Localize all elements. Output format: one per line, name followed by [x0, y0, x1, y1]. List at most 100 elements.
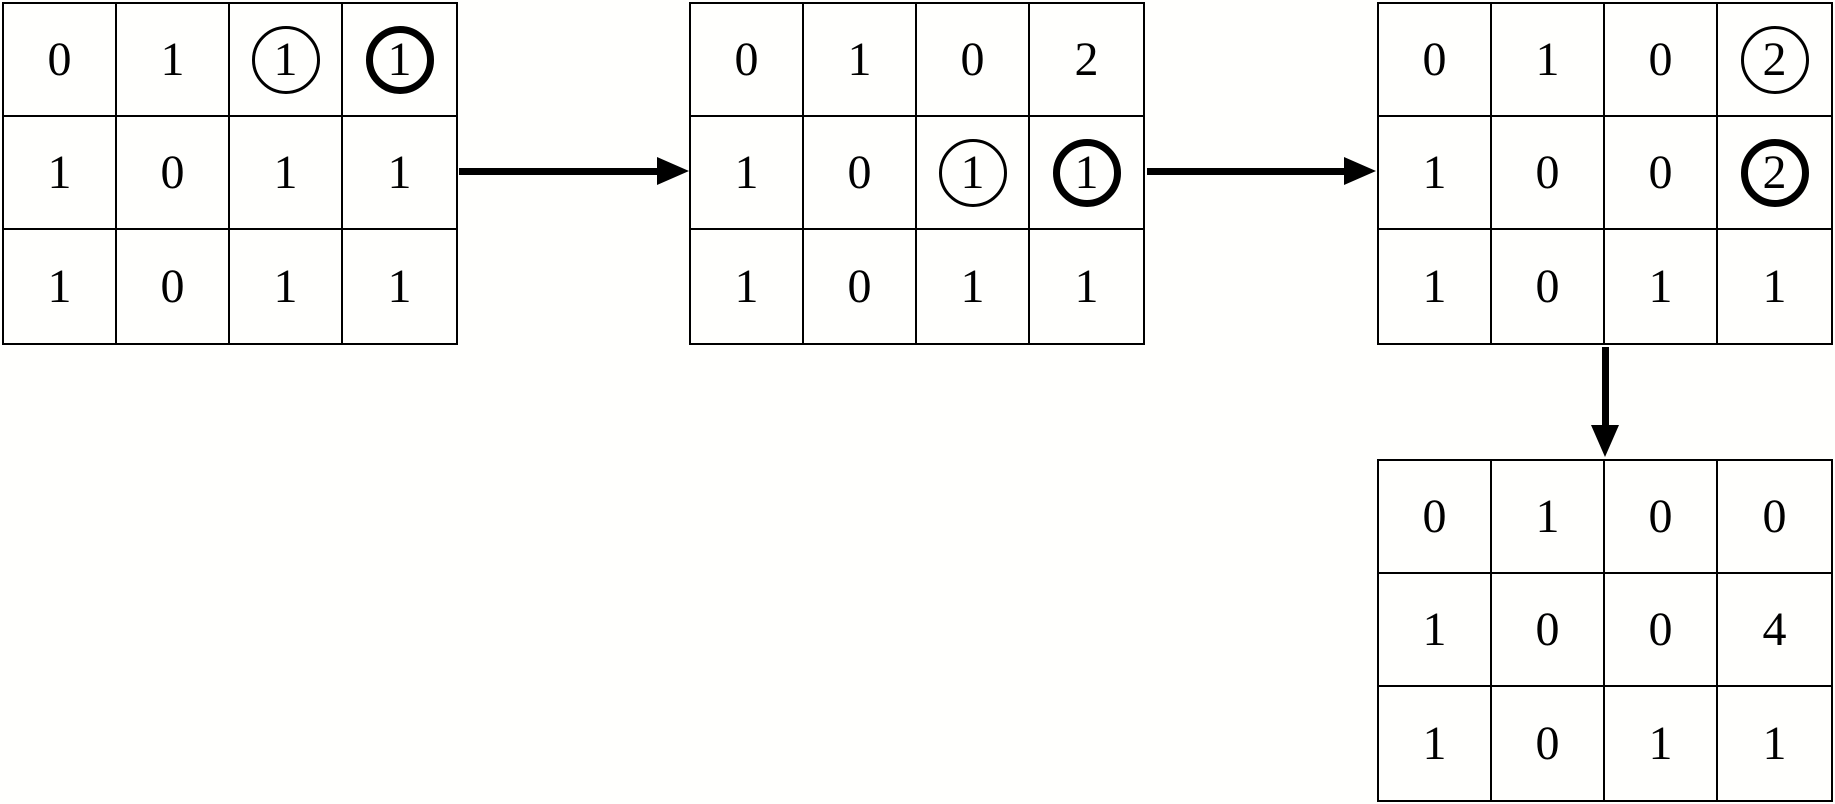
matrix-step-4-cell-r1c1: 0	[1379, 461, 1492, 574]
matrix-step-2-cell-r3c2: 0	[804, 230, 917, 343]
matrix-step-3-cell-r2c3: 0	[1605, 117, 1718, 230]
cell-value: 1	[960, 259, 985, 313]
cell-value: 1	[1422, 716, 1447, 770]
matrix-step-1-cell-r1c3: 1	[230, 4, 343, 117]
matrix-step-2-cell-r2c3: 1	[917, 117, 1030, 230]
arrow-shaft	[459, 167, 659, 175]
matrix-step-1-cell-r3c1: 1	[4, 230, 117, 343]
matrix-step-2-cell-r2c4: 1	[1030, 117, 1143, 230]
arrow-head	[1344, 157, 1376, 185]
matrix-step-2-cell-r1c2: 1	[804, 4, 917, 117]
cell-value: 0	[1762, 489, 1787, 543]
cell-value: 1	[387, 145, 412, 199]
circled-value-thin: 2	[1740, 25, 1809, 94]
cell-value: 1	[387, 259, 412, 313]
cell-value: 0	[1535, 259, 1560, 313]
matrix-step-4-cell-r3c4: 1	[1718, 687, 1831, 800]
matrix-step-4-cell-r1c4: 0	[1718, 461, 1831, 574]
cell-value: 1	[1762, 716, 1787, 770]
matrix-step-2-cell-r1c3: 0	[917, 4, 1030, 117]
matrix-step-3-cell-r2c1: 1	[1379, 117, 1492, 230]
matrix-step-1-cell-r1c2: 1	[117, 4, 230, 117]
cell-value: 1	[1422, 602, 1447, 656]
cell-value: 1	[1074, 259, 1099, 313]
circled-value-bold: 1	[1052, 138, 1121, 207]
matrix-step-2-cell-r3c4: 1	[1030, 230, 1143, 343]
arrow-head	[657, 157, 689, 185]
matrix-step-4-cell-r3c3: 1	[1605, 687, 1718, 800]
matrix-step-4-cell-r2c2: 0	[1492, 574, 1605, 687]
matrix-step-4-cell-r2c4: 4	[1718, 574, 1831, 687]
cell-value: 0	[960, 32, 985, 86]
matrix-step-1-cell-r3c3: 1	[230, 230, 343, 343]
cell-value: 1	[1762, 259, 1787, 313]
cell-value: 1	[847, 32, 872, 86]
matrix-step-4-cell-r3c1: 1	[1379, 687, 1492, 800]
matrix-step-1-cell-r1c4: 1	[343, 4, 456, 117]
circled-value-bold: 1	[365, 25, 434, 94]
matrix-step-1-cell-r2c2: 0	[117, 117, 230, 230]
matrix-step-3-cell-r1c4: 2	[1718, 4, 1831, 117]
matrix-step-2-cell-r1c4: 2	[1030, 4, 1143, 117]
matrix-step-2-cell-r1c1: 0	[691, 4, 804, 117]
matrix-step-3-cell-r1c2: 1	[1492, 4, 1605, 117]
cell-value: 1	[47, 145, 72, 199]
cell-value: 1	[47, 259, 72, 313]
cell-value: 1	[734, 145, 759, 199]
matrix-step-3-cell-r3c2: 0	[1492, 230, 1605, 343]
arrow-right-icon	[1147, 157, 1376, 185]
matrix-step-3-cell-r3c4: 1	[1718, 230, 1831, 343]
matrix-step-4-cell-r2c1: 1	[1379, 574, 1492, 687]
matrix-step-1-cell-r3c4: 1	[343, 230, 456, 343]
matrix-step-3-cell-r2c4: 2	[1718, 117, 1831, 230]
cell-value: 0	[1422, 32, 1447, 86]
matrix-step-2-cell-r2c2: 0	[804, 117, 917, 230]
arrow-shaft	[1147, 167, 1346, 175]
matrix-step-1-cell-r2c4: 1	[343, 117, 456, 230]
cell-value: 0	[160, 259, 185, 313]
cell-value: 0	[1422, 489, 1447, 543]
cell-value: 0	[1535, 602, 1560, 656]
matrix-step-4-cell-r1c3: 0	[1605, 461, 1718, 574]
cell-value: 2	[1074, 32, 1099, 86]
cell-value: 1	[1648, 716, 1673, 770]
cell-value: 1	[273, 145, 298, 199]
matrix-step-1-cell-r1c1: 0	[4, 4, 117, 117]
cell-value: 1	[1535, 489, 1560, 543]
cell-value: 4	[1762, 602, 1787, 656]
matrix-step-3-cell-r1c1: 0	[1379, 4, 1492, 117]
cell-value: 0	[160, 145, 185, 199]
arrow-shaft	[1601, 347, 1609, 427]
circled-value-thin: 1	[938, 138, 1007, 207]
matrix-step-3-cell-r3c3: 1	[1605, 230, 1718, 343]
cell-value: 0	[47, 32, 72, 86]
matrix-step-2-cell-r3c3: 1	[917, 230, 1030, 343]
cell-value: 1	[273, 259, 298, 313]
cell-value: 1	[734, 259, 759, 313]
arrow-down-icon	[1591, 347, 1619, 457]
matrix-step-1-cell-r2c3: 1	[230, 117, 343, 230]
matrix-step-4-cell-r3c2: 0	[1492, 687, 1605, 800]
cell-value: 0	[1648, 145, 1673, 199]
cell-value: 1	[1422, 259, 1447, 313]
cell-value: 1	[1648, 259, 1673, 313]
circled-value-bold: 2	[1740, 138, 1809, 207]
matrix-step-3-cell-r3c1: 1	[1379, 230, 1492, 343]
matrix-step-4-cell-r2c3: 0	[1605, 574, 1718, 687]
cell-value: 1	[160, 32, 185, 86]
matrix-step-1-cell-r2c1: 1	[4, 117, 117, 230]
cell-value: 0	[847, 259, 872, 313]
cell-value: 0	[847, 145, 872, 199]
cell-value: 0	[1648, 32, 1673, 86]
matrix-step-3-cell-r1c3: 0	[1605, 4, 1718, 117]
matrix-step-2-cell-r2c1: 1	[691, 117, 804, 230]
cell-value: 0	[734, 32, 759, 86]
cell-value: 0	[1535, 145, 1560, 199]
cell-value: 0	[1648, 602, 1673, 656]
matrix-step-4-cell-r1c2: 1	[1492, 461, 1605, 574]
